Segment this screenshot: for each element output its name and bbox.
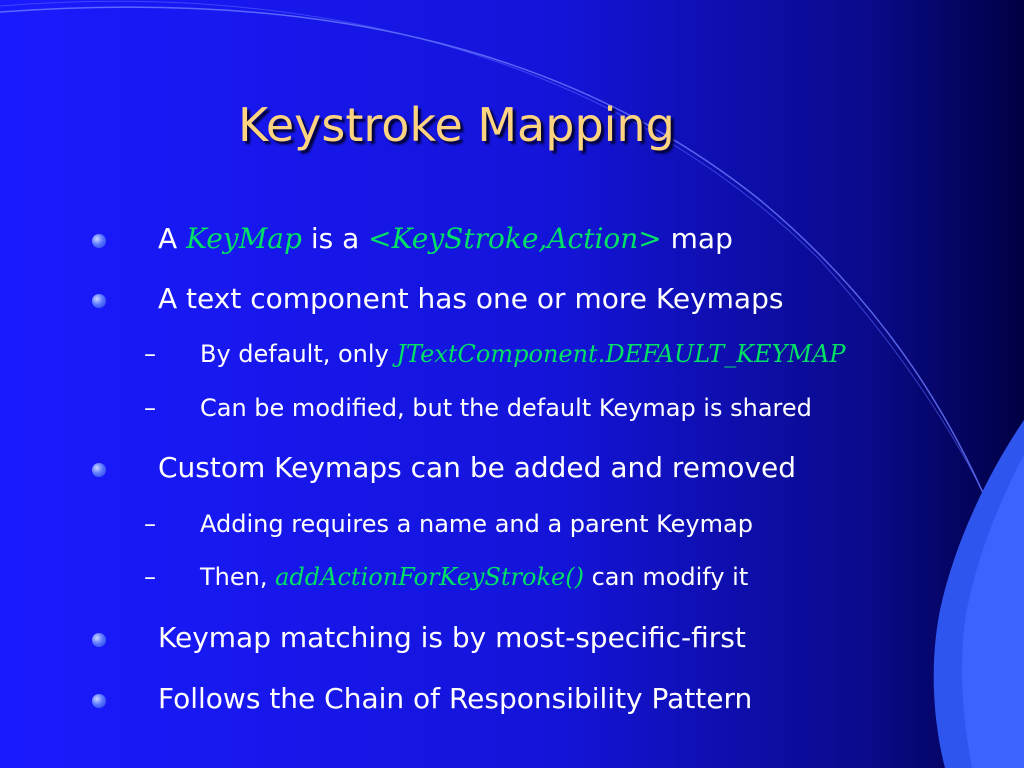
bullet-icon bbox=[92, 694, 106, 708]
add-action-code: addActionForKeyStroke() bbox=[275, 563, 584, 591]
bullet-icon bbox=[92, 294, 106, 308]
dash-icon: – bbox=[144, 510, 156, 538]
subitem-adding-requires: Adding requires a name and a parent Keym… bbox=[200, 510, 753, 538]
item-text: By default, only bbox=[200, 340, 389, 368]
bullet-item-custom-keymaps: Custom Keymaps can be added and removed bbox=[158, 451, 797, 484]
bullet-item-chain: Follows the Chain of Responsibility Patt… bbox=[158, 682, 753, 715]
dash-icon: – bbox=[144, 563, 156, 591]
bullet-icon bbox=[92, 234, 106, 248]
bullet-icon bbox=[92, 633, 106, 647]
subitem-add-action: Then, addActionForKeyStroke() can modify… bbox=[200, 563, 748, 591]
item-text: Then, bbox=[200, 563, 268, 591]
keymap-code: KeyMap bbox=[186, 222, 302, 255]
subitem-default-keymap: By default, only JTextComponent.DEFAULT_… bbox=[200, 340, 846, 368]
bullet-item-matching: Keymap matching is by most-specific-firs… bbox=[158, 621, 746, 654]
subitem-modified-shared: Can be modified, but the default Keymap … bbox=[200, 394, 812, 422]
keystroke-action-code: <KeyStroke,Action> bbox=[368, 222, 662, 255]
bullet-item-text-component: A text component has one or more Keymaps bbox=[158, 282, 784, 315]
slide-title: Keystroke Mapping bbox=[238, 98, 675, 152]
bullet-icon bbox=[92, 463, 106, 477]
item-text: map bbox=[670, 222, 733, 255]
default-keymap-code: JTextComponent.DEFAULT_KEYMAP bbox=[396, 340, 846, 368]
dash-icon: – bbox=[144, 394, 156, 422]
item-text: A bbox=[158, 222, 178, 255]
item-text: is a bbox=[310, 222, 360, 255]
bullet-item-keymap-definition: A KeyMap is a <KeyStroke,Action> map bbox=[158, 222, 733, 255]
item-text: can modify it bbox=[591, 563, 749, 591]
dash-icon: – bbox=[144, 340, 156, 368]
